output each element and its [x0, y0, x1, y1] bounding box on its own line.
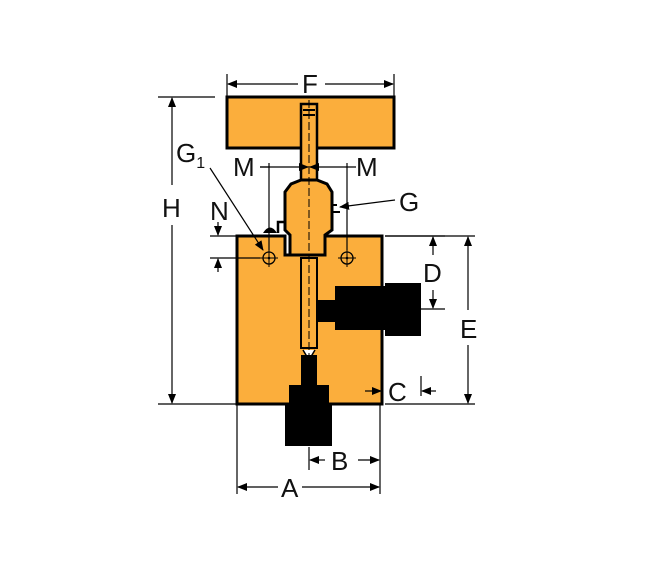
- mounting-hole-left: [260, 249, 278, 267]
- label-M-right: M: [356, 152, 378, 182]
- bottom-port: [301, 355, 317, 390]
- mounting-hole-right: [338, 249, 356, 267]
- label-B: B: [331, 446, 348, 476]
- label-A: A: [281, 473, 299, 503]
- label-D: D: [423, 258, 442, 288]
- label-E: E: [460, 314, 477, 344]
- label-F: F: [302, 69, 318, 99]
- label-M-left: M: [233, 152, 255, 182]
- label-C: C: [388, 377, 407, 407]
- label-N: N: [210, 196, 229, 226]
- lock-knob: [263, 227, 277, 233]
- label-G: G: [399, 187, 419, 217]
- label-G1: G1: [176, 138, 205, 172]
- label-H: H: [162, 193, 181, 223]
